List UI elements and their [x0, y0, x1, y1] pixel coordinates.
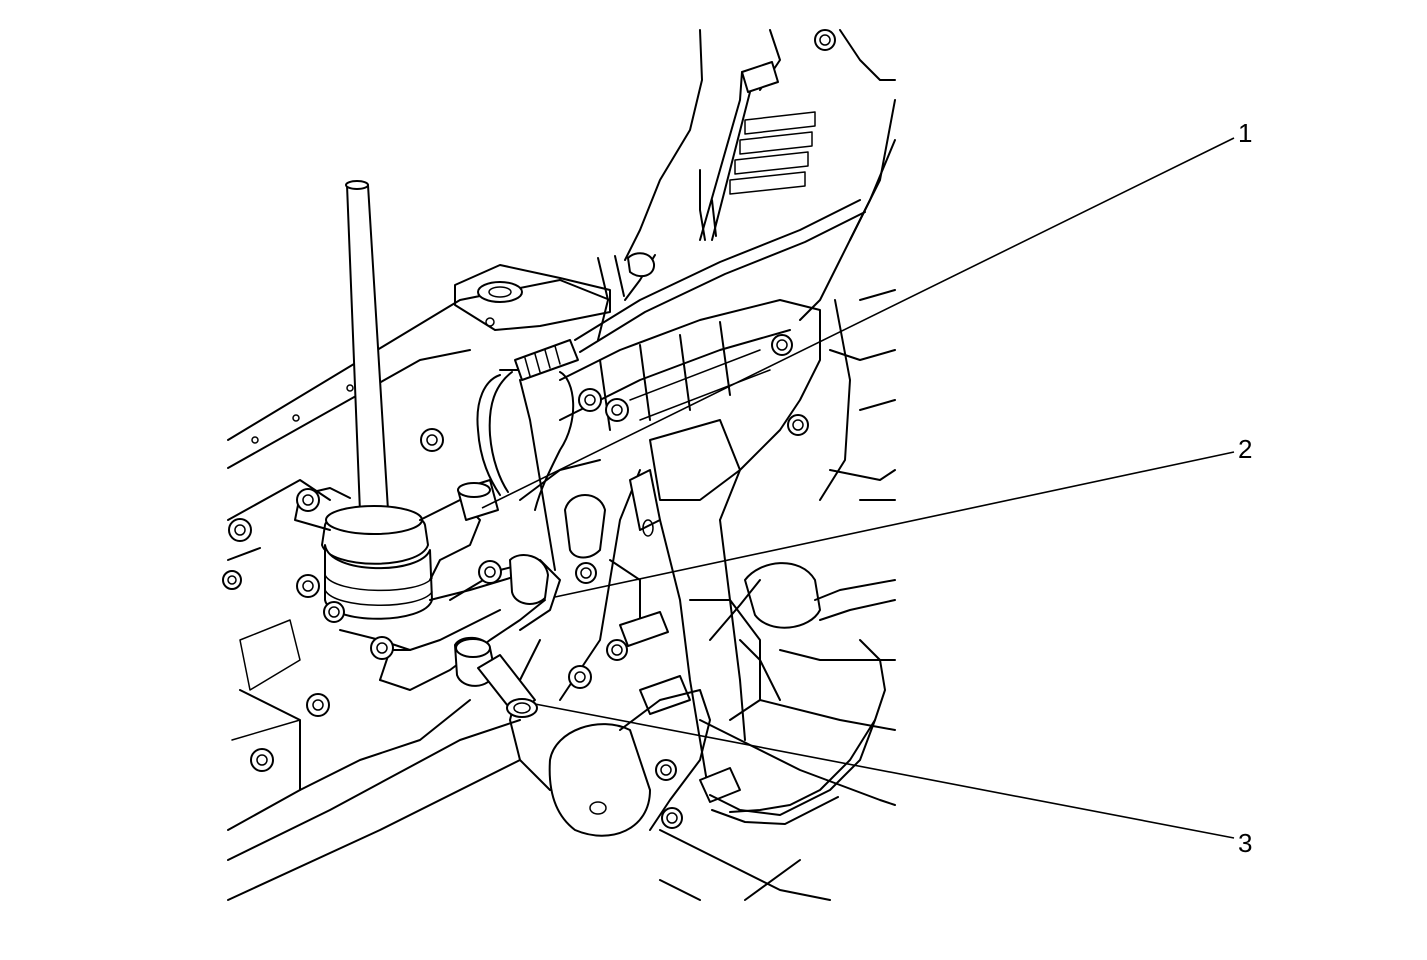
bolt — [250, 748, 274, 772]
shift-linkage — [294, 487, 561, 718]
bolt — [420, 428, 444, 452]
wiring-connector — [457, 339, 579, 571]
leader-lines — [481, 137, 1235, 839]
bolt — [370, 636, 394, 660]
crossmember-plate — [454, 264, 611, 331]
leader-line-2 — [554, 451, 1235, 598]
bolt — [578, 388, 602, 412]
bolt — [575, 562, 597, 584]
shift-lever — [321, 180, 433, 620]
bolt — [306, 693, 330, 717]
bolt — [222, 570, 242, 590]
bolt — [228, 518, 252, 542]
bolt — [605, 398, 629, 422]
fasteners — [222, 334, 809, 829]
bolt — [606, 639, 628, 661]
bolt — [661, 807, 683, 829]
leader-line-3 — [534, 703, 1235, 839]
bolt — [568, 665, 592, 689]
leader-line-1 — [481, 137, 1235, 509]
encoder-motor — [548, 689, 876, 837]
wiring-harness — [574, 169, 866, 353]
frame-panel — [227, 279, 611, 901]
bolt — [771, 334, 793, 356]
front-driveshaft — [659, 562, 896, 901]
callout-label-3: 3 — [1238, 828, 1253, 858]
bolt — [478, 560, 502, 584]
transmission-case — [624, 29, 896, 501]
bolt — [296, 488, 320, 512]
bolt — [323, 601, 345, 623]
callout-label-1: 1 — [1238, 118, 1253, 148]
transfer-case-housing — [509, 299, 821, 801]
bolt — [655, 759, 677, 781]
callout-label-2: 2 — [1238, 434, 1253, 464]
bolt — [787, 414, 809, 436]
bolt — [296, 574, 320, 598]
